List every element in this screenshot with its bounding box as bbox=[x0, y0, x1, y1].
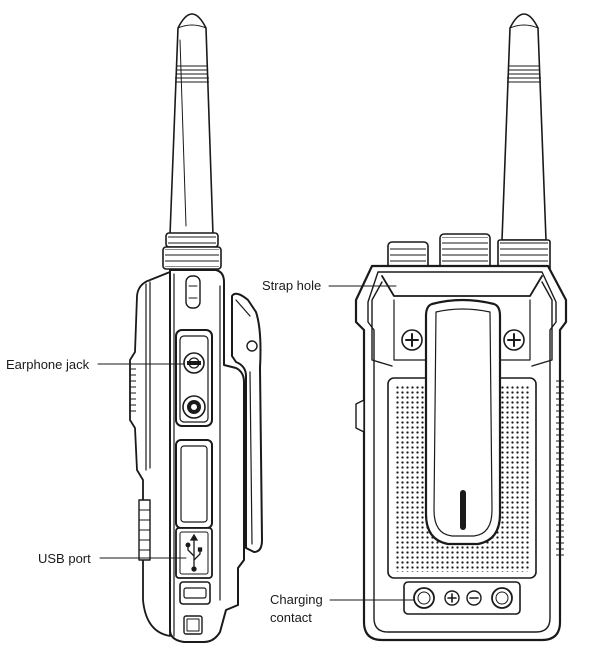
minus-icon bbox=[466, 590, 482, 606]
strap-hole-label: Strap hole bbox=[262, 278, 321, 293]
usb-icon bbox=[185, 533, 203, 572]
side-view bbox=[129, 13, 263, 643]
plus-icon bbox=[444, 590, 460, 606]
back-belt-clip bbox=[424, 298, 502, 546]
side-belt-clip bbox=[231, 292, 263, 553]
usb-port bbox=[175, 527, 213, 579]
back-antenna bbox=[497, 13, 551, 275]
earphone-jack-label: Earphone jack bbox=[6, 357, 90, 372]
charging-contact-label-line2: contact bbox=[270, 610, 312, 625]
charging-contacts bbox=[403, 581, 521, 615]
charging-contact-label-line1: Charging bbox=[270, 592, 323, 607]
callout-charging-contact: Charging contact bbox=[270, 592, 415, 625]
side-knob bbox=[162, 232, 222, 270]
callout-usb-port: USB port bbox=[38, 551, 187, 566]
screw-icon bbox=[503, 329, 525, 351]
screw-icon bbox=[401, 329, 423, 351]
side-antenna bbox=[169, 13, 214, 236]
callout-strap-hole: Strap hole bbox=[262, 278, 397, 293]
earphone-jack bbox=[175, 329, 213, 427]
callout-earphone-jack: Earphone jack bbox=[6, 357, 185, 372]
back-view bbox=[354, 13, 568, 642]
usb-port-label: USB port bbox=[38, 551, 91, 566]
